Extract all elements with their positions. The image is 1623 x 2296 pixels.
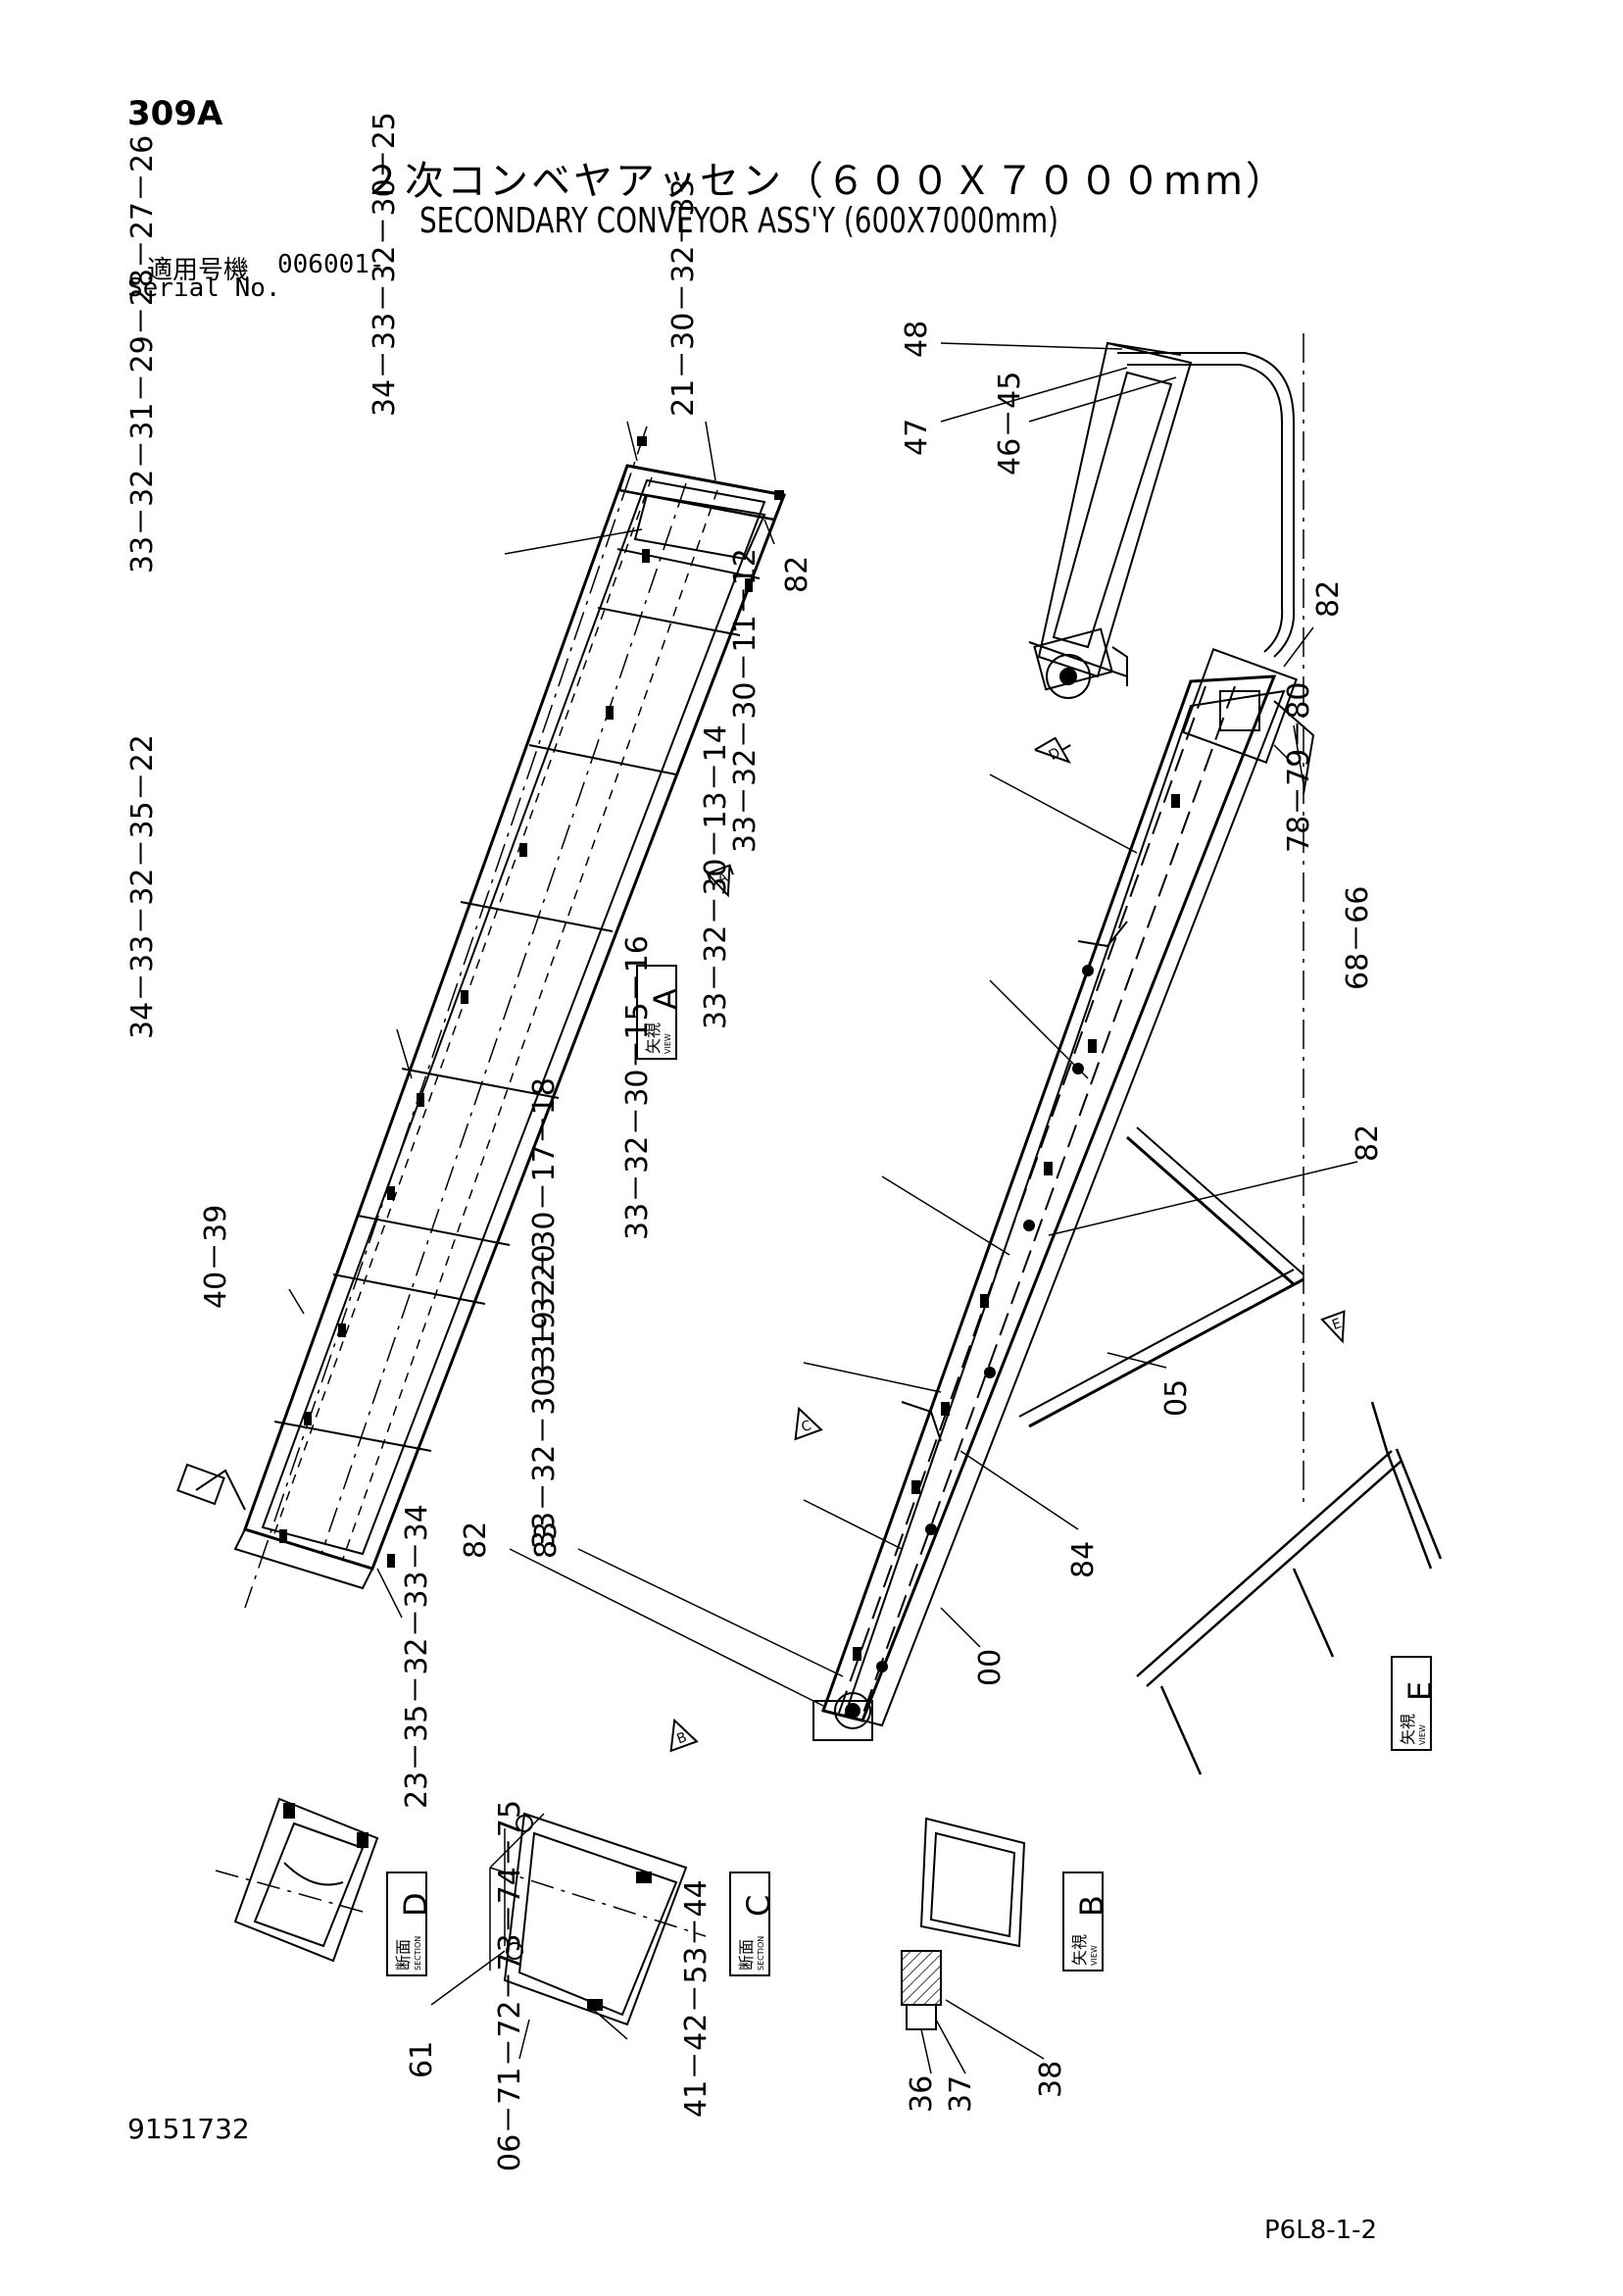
- section-box-c: C 断面 SECTION: [729, 1872, 777, 1976]
- arrow-marker-e: E: [1320, 1310, 1346, 1344]
- callout-82-top-right: 82: [1311, 580, 1346, 618]
- svg-text:D: D: [397, 1892, 434, 1917]
- arrow-marker-b: B: [669, 1718, 699, 1753]
- callout-21-30-32-33: 21－30－32－33: [666, 178, 701, 417]
- callout-82-top-left: 82: [780, 556, 814, 593]
- svg-text:断面: 断面: [394, 1939, 413, 1971]
- view-e-detail: [1136, 1401, 1443, 1775]
- callout-00: 00: [973, 1649, 1008, 1686]
- title-english: SECONDARY CONVEYOR ASS'Y (600X7000mm): [419, 201, 1058, 241]
- svg-text:VIEW: VIEW: [664, 1033, 672, 1054]
- callout-38: 38: [1034, 2061, 1068, 2098]
- callout-06-71-72-73-74-75: 06－71－72－73－74－75: [493, 1800, 527, 2171]
- svg-text:SECTION: SECTION: [757, 1936, 765, 1971]
- arrow-marker-d: D: [1034, 736, 1071, 764]
- svg-text:矢視: 矢視: [644, 1023, 663, 1054]
- svg-text:VIEW: VIEW: [1418, 1724, 1427, 1745]
- conveyor-side-view-bolts: [853, 794, 1180, 1672]
- svg-text:B: B: [1073, 1895, 1110, 1917]
- callout-84: 84: [1066, 1541, 1101, 1578]
- callout-46-45: 46－45: [993, 372, 1027, 475]
- section-c-detail: [489, 1812, 707, 2026]
- document-number: 9151732: [127, 2113, 250, 2145]
- title-japanese: ２次コンベヤアッセン（６００Ｘ７０００mm）: [363, 159, 1288, 204]
- callout-23-35-32-33-34: 23－35－32－33－34: [400, 1504, 434, 1809]
- callout-33-32-30-17-18: 33－32－30－17－18: [527, 1077, 562, 1382]
- callout-68-66: 68－66: [1341, 886, 1375, 990]
- page-number: 309A: [127, 94, 223, 133]
- svg-text:VIEW: VIEW: [1090, 1945, 1099, 1966]
- callout-82-lower: 82: [459, 1522, 493, 1559]
- leader-lines: [288, 342, 1358, 2074]
- callout-47: 47: [900, 419, 934, 456]
- svg-text:断面: 断面: [737, 1939, 756, 1971]
- callout-48: 48: [900, 321, 934, 358]
- conveyor-top-view-bolts: [279, 436, 784, 1568]
- section-box-d: D 断面 SECTION: [386, 1872, 434, 1976]
- callout-37: 37: [944, 2075, 978, 2113]
- svg-text:E: E: [1402, 1681, 1439, 1701]
- hood-detail: [1028, 341, 1296, 699]
- serial-value: 006001-: [277, 250, 385, 279]
- conveyor-side-view: [812, 333, 1315, 1741]
- svg-text:SECTION: SECTION: [414, 1936, 422, 1971]
- serial-label-english: Serial No.: [127, 274, 281, 303]
- callout-33-32-31-29-28-27-26: 33－32－31－29－28－27－26: [125, 135, 160, 574]
- svg-text:矢視: 矢視: [1399, 1714, 1417, 1745]
- section-d-detail: [215, 1797, 379, 1963]
- arrow-marker-c: C: [794, 1406, 823, 1441]
- view-b-detail: [901, 1817, 1026, 2030]
- callout-33-32-30-15-16: 33－32－30－15－16: [620, 935, 655, 1240]
- serial-label-japanese: 適用号機: [147, 256, 250, 285]
- svg-text:C: C: [740, 1895, 777, 1917]
- page-code: P6L8-1-2: [1264, 2216, 1378, 2245]
- view-box-e: E 矢視 VIEW: [1391, 1656, 1439, 1751]
- svg-text:A: A: [647, 988, 684, 1010]
- callout-36: 36: [905, 2075, 939, 2113]
- callout-78-79-80: 78－79－80: [1282, 681, 1316, 853]
- view-box-b: B 矢視 VIEW: [1062, 1872, 1110, 1972]
- callout-33-32-30-13-14: 33－32－30－13－14: [699, 724, 733, 1029]
- callout-labels: 34－33－32－30－25 21－30－32－33 33－32－31－29－2…: [125, 112, 1385, 2171]
- conveyor-top-view: [176, 425, 787, 1609]
- view-box-a: A 矢視 VIEW: [636, 965, 684, 1060]
- callout-83: 83: [529, 1522, 564, 1559]
- callout-40-39: 40－39: [199, 1205, 233, 1309]
- callout-05: 05: [1159, 1379, 1194, 1417]
- callout-33-32-30-19-20: 33－32－30－19－20: [527, 1244, 562, 1549]
- callout-34-33-32-35-22: 34－33－32－35－22: [125, 734, 160, 1039]
- callout-61: 61: [405, 2041, 439, 2078]
- callout-34-33-32-30-25: 34－33－32－30－25: [368, 112, 402, 417]
- callout-33-32-30-11-12: 33－32－30－11－12: [728, 548, 762, 853]
- callout-41-42-53-44: 41－42－53－44: [679, 1879, 713, 2118]
- callout-82-middle: 82: [1351, 1124, 1385, 1162]
- svg-text:矢視: 矢視: [1070, 1934, 1089, 1966]
